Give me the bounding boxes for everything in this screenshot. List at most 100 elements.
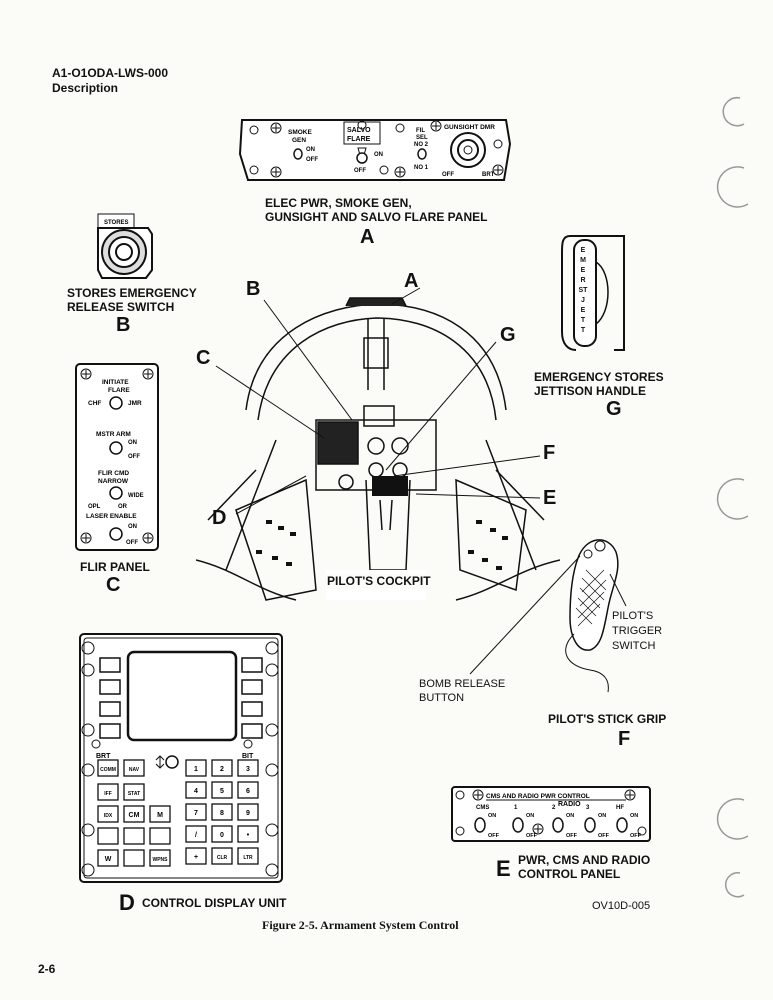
cdu-num-key-8-label: 8	[220, 810, 224, 817]
flare-select-knob-icon	[109, 396, 123, 410]
jettison-letter: ST	[578, 287, 588, 294]
jettison-handle-icon	[573, 239, 597, 347]
cdu-num-key-13-label: +	[194, 854, 198, 861]
jettison-letter: E	[580, 307, 586, 314]
jmr-label: JMR	[128, 400, 142, 407]
radio-label: RADIO	[558, 801, 581, 808]
trigger-label-1: PILOT'S	[612, 610, 654, 622]
cdu-num-key-8[interactable]	[211, 803, 233, 821]
cdu-num-key-6[interactable]	[237, 781, 259, 799]
sel-label: SEL	[416, 135, 428, 141]
panel-g-letter: G	[606, 398, 622, 420]
cdu-num-key-10[interactable]	[185, 825, 207, 843]
cdu-fn-key[interactable]	[149, 849, 171, 867]
cdu-fn-key[interactable]	[149, 827, 171, 845]
cdu-bit-label: BIT	[242, 753, 254, 760]
cdu-num-key-2-label: 2	[220, 766, 224, 773]
section-title: Description	[52, 81, 119, 95]
panel-d-caption: CONTROL DISPLAY UNIT	[142, 896, 287, 910]
no2-label: NO 2	[414, 142, 429, 148]
cdu-num-key-15[interactable]	[237, 847, 259, 865]
cdu-fn-key[interactable]	[149, 805, 171, 823]
cdu-num-key-12[interactable]	[237, 825, 259, 843]
gunsight-knob-icon	[450, 132, 486, 168]
callout-a: A	[404, 270, 419, 292]
cdu-num-key-7[interactable]	[185, 803, 207, 821]
cdu-num-key-12-label: •	[247, 832, 250, 839]
mstr-arm-on-label: ON	[128, 440, 137, 446]
cdu-fn-key-label: WPNS	[153, 857, 169, 863]
stores-label: STORES	[104, 220, 129, 226]
cdu-num-key-14-label: CLR	[217, 855, 228, 861]
trigger-label-3: SWITCH	[612, 640, 656, 652]
r3-off-label: OFF	[598, 833, 610, 839]
cdu-fn-key[interactable]	[123, 849, 145, 867]
jettison-letter: T	[580, 327, 586, 334]
cdu-fn-key[interactable]	[123, 783, 145, 801]
callout-c: C	[196, 347, 211, 369]
cdu-brt-label: BRT	[96, 753, 111, 760]
cdu-fn-key[interactable]	[97, 849, 119, 867]
cms-toggle-icon	[474, 817, 486, 833]
cdu-key-nav[interactable]	[123, 759, 145, 777]
panel-c-diagram: INITIATE FLARE CHF JMR MSTR ARM ON OFF F…	[75, 363, 159, 551]
panel-f-diagram	[469, 539, 627, 693]
cdu-num-key-13[interactable]	[185, 847, 207, 865]
cdu-fn-key[interactable]	[123, 827, 145, 845]
figure-code: OV10D-005	[592, 900, 651, 912]
cockpit-caption: PILOT'S COCKPIT	[327, 574, 431, 589]
stores-emergency-button-icon	[115, 243, 133, 261]
cdu-num-key-6-label: 6	[246, 788, 250, 795]
cdu-num-key-15-label: LTR	[243, 855, 253, 861]
flare-label: FLARE	[347, 136, 371, 143]
cdu-num-key-1[interactable]	[185, 759, 207, 777]
panel-a-caption-1: ELEC PWR, SMOKE GEN,	[265, 196, 412, 210]
flir-cmd-label: FLIR CMD	[98, 470, 129, 477]
panel-b-caption-2: RELEASE SWITCH	[67, 300, 175, 314]
cdu-num-key-5-label: 5	[220, 788, 224, 795]
narrow-label: NARROW	[98, 478, 129, 485]
cms-on-label: ON	[488, 813, 496, 819]
cdu-fn-key[interactable]	[97, 805, 119, 823]
page-number: 2-6	[38, 962, 56, 976]
r2-on-label: ON	[566, 813, 574, 819]
salvo-off-label: OFF	[354, 168, 366, 174]
panel-b-caption-1: STORES EMERGENCY	[67, 286, 197, 300]
radio-2-toggle-icon	[552, 817, 564, 833]
panel-e-caption-1: PWR, CMS AND RADIO	[518, 853, 651, 867]
panel-e-diagram: CMS AND RADIO PWR CONTROL CMS 1 2 RADIO …	[451, 786, 651, 842]
cms-radio-pwr-title: CMS AND RADIO PWR CONTROL	[486, 793, 590, 800]
smoke-toggle-icon	[293, 148, 303, 160]
cdu-fn-key[interactable]	[123, 805, 145, 823]
cdu-num-key-3[interactable]	[237, 759, 259, 777]
trigger-label-2: TRIGGER	[612, 625, 663, 637]
wide-label: WIDE	[128, 493, 144, 499]
cdu-fn-key[interactable]	[97, 783, 119, 801]
jettison-letter: M	[580, 257, 586, 264]
cdu-num-key-7-label: 7	[194, 810, 198, 817]
mstr-arm-toggle-icon	[109, 441, 123, 455]
laser-enable-label: LASER ENABLE	[86, 513, 137, 520]
panel-a-letter: A	[360, 226, 375, 248]
cdu-num-key-2[interactable]	[211, 759, 233, 777]
cdu-key-comm[interactable]	[97, 759, 119, 777]
panel-b-diagram: STORES	[97, 213, 153, 279]
cdu-fn-key-label: CM	[129, 812, 140, 819]
cdu-num-key-11[interactable]	[211, 825, 233, 843]
cdu-num-key-14[interactable]	[211, 847, 233, 865]
cms-label: CMS	[476, 805, 489, 811]
cdu-num-key-5[interactable]	[211, 781, 233, 799]
cdu-fn-key[interactable]	[97, 827, 119, 845]
callout-d: D	[212, 507, 227, 529]
cdu-fn-key-label: W	[105, 856, 112, 863]
gunsight-off-label: OFF	[442, 172, 454, 178]
jettison-letter: T	[580, 317, 586, 324]
no1-label: NO 1	[414, 165, 429, 171]
r1-on-label: ON	[526, 813, 534, 819]
smoke-off-label: OFF	[306, 157, 318, 163]
salvo-on-label: ON	[374, 152, 383, 158]
cdu-num-key-9[interactable]	[237, 803, 259, 821]
figure-title: Figure 2-5. Armament System Control	[262, 918, 459, 932]
cdu-num-key-4[interactable]	[185, 781, 207, 799]
